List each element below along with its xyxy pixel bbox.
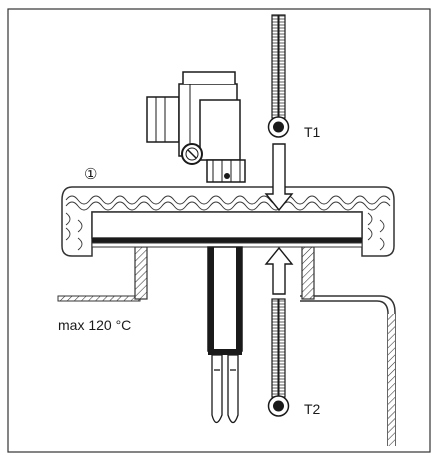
t1-label: T1 — [304, 124, 321, 140]
cable-gland-icon — [181, 143, 203, 165]
vessel-wall-hatch — [388, 314, 395, 446]
nozzle-right — [301, 246, 315, 300]
temperature-label: max 120 °C — [58, 317, 131, 333]
thermometer-t2 — [267, 298, 290, 417]
marker-label: ① — [84, 166, 97, 183]
device-housing — [146, 71, 246, 183]
arrow-up-icon — [264, 246, 294, 295]
sensor-stem — [207, 246, 243, 355]
nozzle-left — [134, 246, 148, 300]
tuning-fork — [211, 354, 239, 424]
ground-terminal-icon — [224, 173, 230, 179]
vessel-wall-left — [57, 295, 141, 302]
flange-plate — [91, 211, 363, 248]
thermometer-t1 — [267, 14, 290, 138]
frame-border — [7, 8, 431, 453]
t2-label: T2 — [304, 401, 321, 417]
arrow-down-icon — [264, 143, 294, 212]
vessel-wall — [300, 295, 396, 446]
